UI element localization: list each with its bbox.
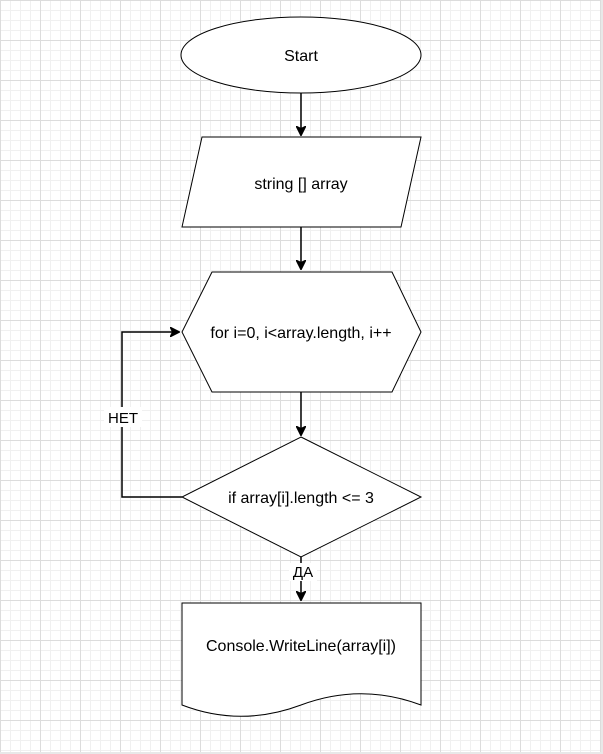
- output-node-label: Console.WriteLine(array[i]): [206, 638, 396, 655]
- start-node[interactable]: Start: [180, 16, 422, 94]
- loop-node[interactable]: for i=0, i<array.length, i++: [181, 271, 422, 393]
- edge-no-label-bg: [104, 407, 142, 427]
- input-node[interactable]: string [] array: [181, 136, 422, 228]
- edge-no-label: НЕТ: [108, 410, 138, 427]
- output-node[interactable]: Console.WriteLine(array[i]): [181, 602, 422, 717]
- loop-node-label: for i=0, i<array.length, i++: [210, 325, 391, 342]
- start-node-label: Start: [284, 48, 318, 65]
- edge-yes-label: ДА: [293, 564, 313, 581]
- edge-yes-label-bg: [289, 563, 317, 581]
- input-node-label: string [] array: [254, 176, 347, 193]
- frame-edge-right: [601, 0, 603, 754]
- condition-node[interactable]: if array[i].length <= 3: [180, 436, 423, 558]
- condition-node-label: if array[i].length <= 3: [228, 490, 374, 507]
- frame-edge-bottom: [0, 752, 603, 754]
